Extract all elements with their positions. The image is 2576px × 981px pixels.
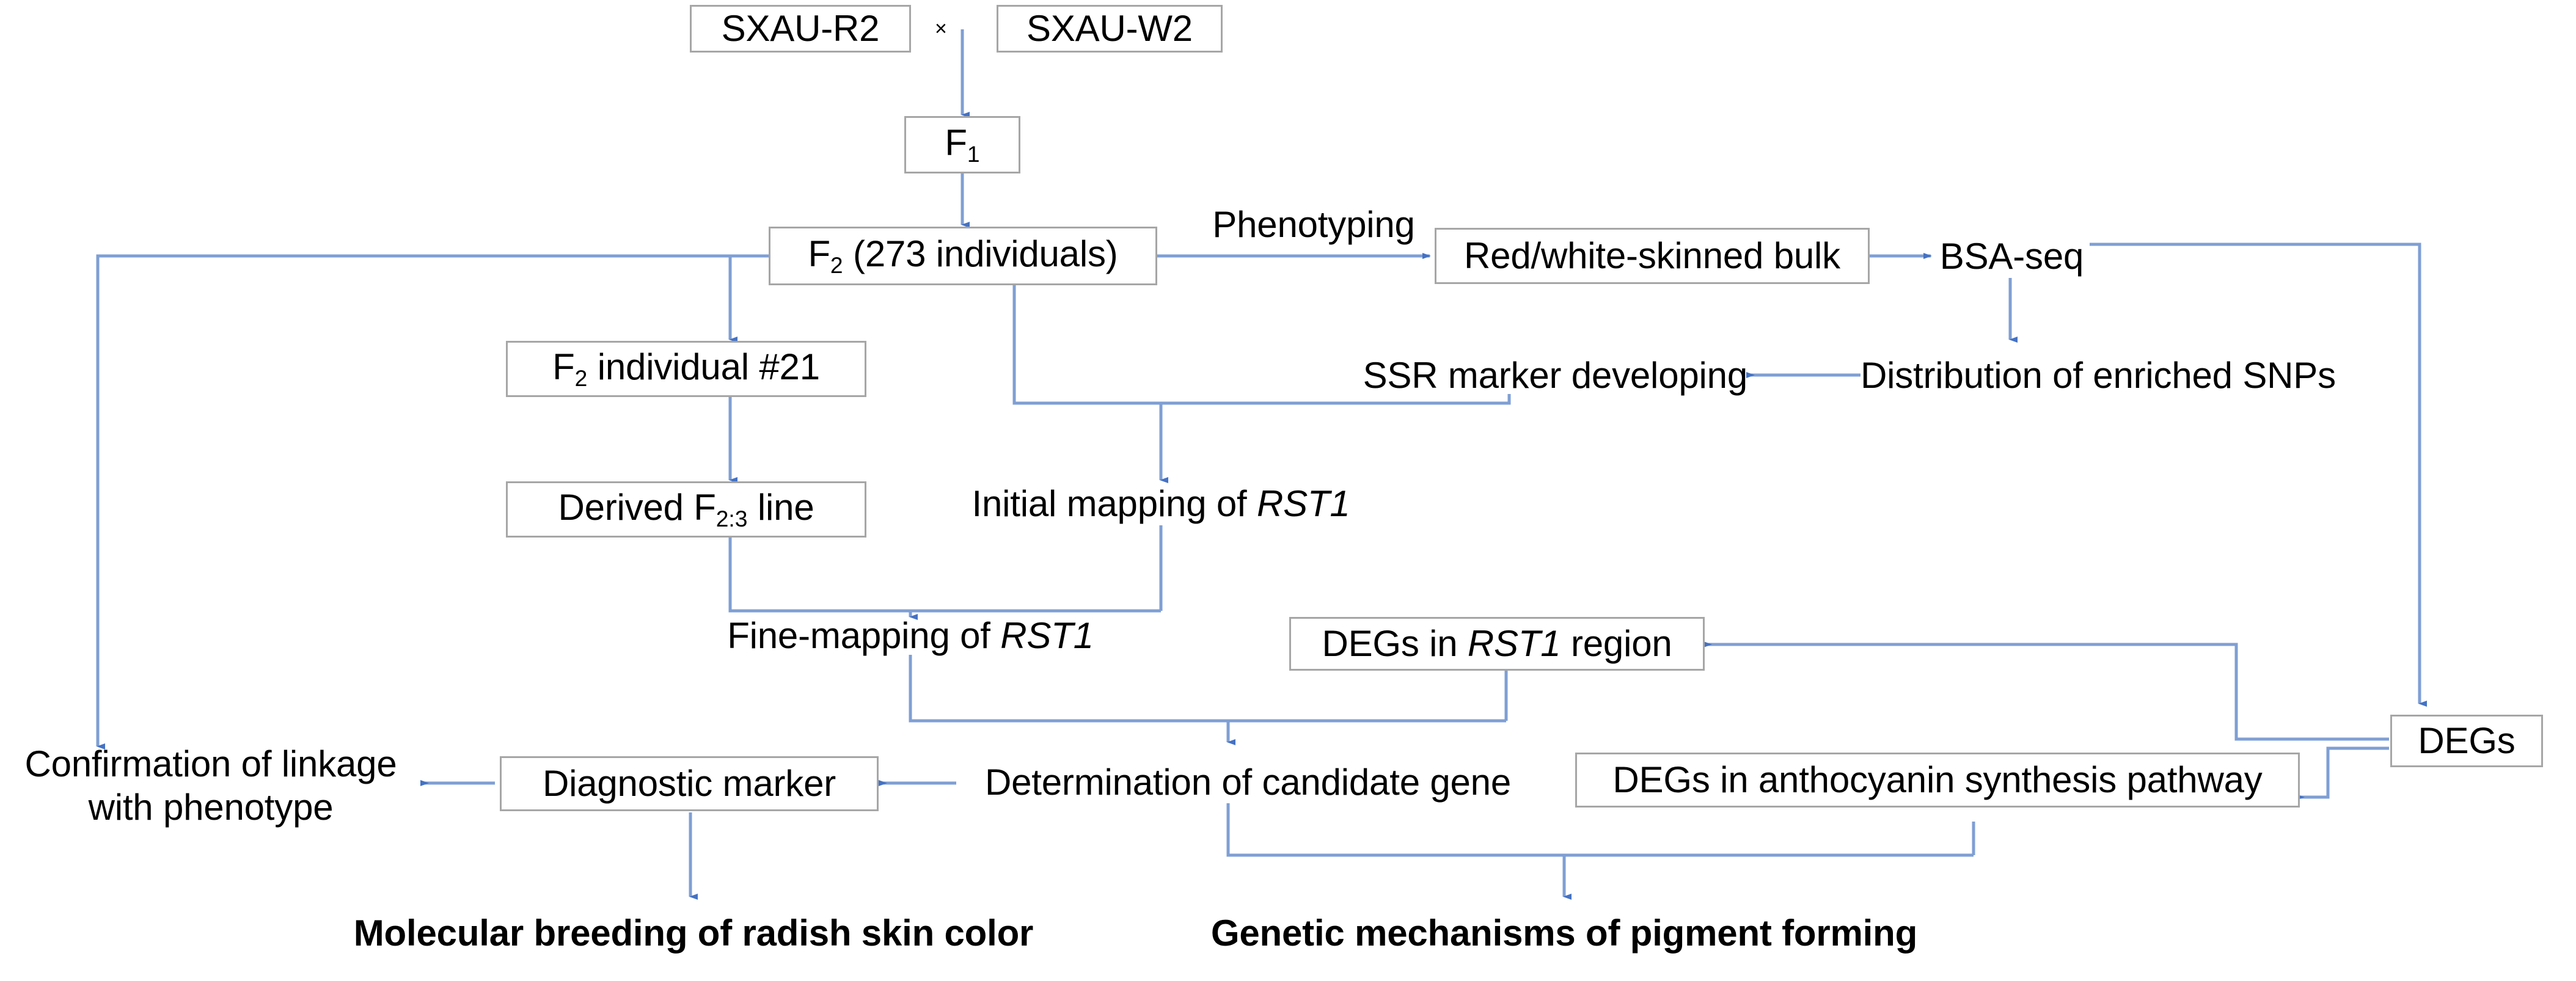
edge-bsaseq-to-degs	[2090, 243, 2427, 707]
node-f2-individual-label: F2 individual #21	[552, 346, 820, 391]
node-f2[interactable]: F2 (273 individuals)	[769, 227, 1157, 285]
node-bsa-seq: BSA-seq	[1931, 235, 2093, 278]
node-red-white-bulk[interactable]: Red/white-skinned bulk	[1435, 228, 1870, 284]
node-f2-individual[interactable]: F2 individual #21	[506, 341, 866, 397]
edge-f2-to-initial-mapping	[1012, 278, 1168, 483]
node-parent-white[interactable]: SXAU-W2	[997, 5, 1223, 53]
node-bsa-seq-label: BSA-seq	[1939, 236, 2084, 277]
node-degs[interactable]: DEGs	[2390, 715, 2543, 767]
node-fine-mapping: Fine-mapping of RST1	[721, 614, 1100, 657]
node-candidate-gene-label: Determination of candidate gene	[984, 762, 1512, 803]
node-degs-region[interactable]: DEGs in RST1 region	[1289, 617, 1705, 671]
node-parent-red-label: SXAU-R2	[721, 8, 880, 49]
node-degs-label: DEGs	[2418, 720, 2516, 762]
node-outcome-mechanism-label: Genetic mechanisms of pigment forming	[1210, 913, 1918, 954]
node-diagnostic-marker-label: Diagnostic marker	[542, 763, 836, 804]
node-candidate-gene: Determination of candidate gene	[953, 761, 1543, 804]
node-initial-mapping-label: Initial mapping of RST1	[971, 483, 1350, 525]
node-parent-white-label: SXAU-W2	[1026, 8, 1193, 49]
edge-derived-to-finemapping	[728, 538, 1161, 613]
node-snp-distribution: Distribution of enriched SNPs	[1861, 354, 2441, 397]
node-parent-red[interactable]: SXAU-R2	[690, 5, 911, 53]
node-degs-anthocyanin-label: DEGs in anthocyanin synthesis pathway	[1612, 759, 2263, 801]
node-outcome-breeding-label: Molecular breeding of radish skin color	[353, 913, 1034, 954]
node-initial-mapping: Initial mapping of RST1	[971, 483, 1350, 525]
node-ssr-marker: SSR marker developing	[1295, 354, 1748, 397]
node-degs-region-label: DEGs in RST1 region	[1322, 623, 1672, 665]
node-ssr-marker-label: SSR marker developing	[1363, 355, 1748, 396]
edge-degs-to-anthocyanin	[2296, 746, 2389, 800]
node-degs-anthocyanin[interactable]: DEGs in anthocyanin synthesis pathway	[1575, 753, 2300, 808]
node-confirmation-line1: Confirmation of linkage	[24, 743, 397, 785]
node-f1[interactable]: F1	[904, 116, 1020, 173]
node-red-white-bulk-label: Red/white-skinned bulk	[1464, 235, 1840, 277]
node-confirmation-line2: with phenotype	[88, 787, 334, 828]
node-f2-label: F2 (273 individuals)	[808, 233, 1118, 278]
node-derived-line[interactable]: Derived F2:3 line	[506, 481, 866, 538]
edge-candidategene-down	[1226, 803, 1974, 857]
node-diagnostic-marker[interactable]: Diagnostic marker	[500, 756, 879, 811]
node-outcome-breeding: Molecular breeding of radish skin color	[269, 910, 1118, 957]
node-derived-line-label: Derived F2:3 line	[558, 486, 814, 531]
edge-degs-to-degsregion	[1703, 641, 2389, 741]
node-f1-label: F1	[945, 122, 980, 167]
edge-label-phenotyping-text: Phenotyping	[1212, 204, 1415, 246]
node-fine-mapping-label: Fine-mapping of RST1	[727, 615, 1094, 657]
cross-symbol: ×	[935, 17, 947, 40]
edge-label-phenotyping: Phenotyping	[1182, 205, 1445, 245]
node-confirmation: Confirmation of linkage with phenotype	[0, 743, 422, 828]
node-snp-distribution-label: Distribution of enriched SNPs	[1861, 355, 2336, 396]
node-outcome-mechanism: Genetic mechanisms of pigment forming	[1179, 910, 1949, 957]
